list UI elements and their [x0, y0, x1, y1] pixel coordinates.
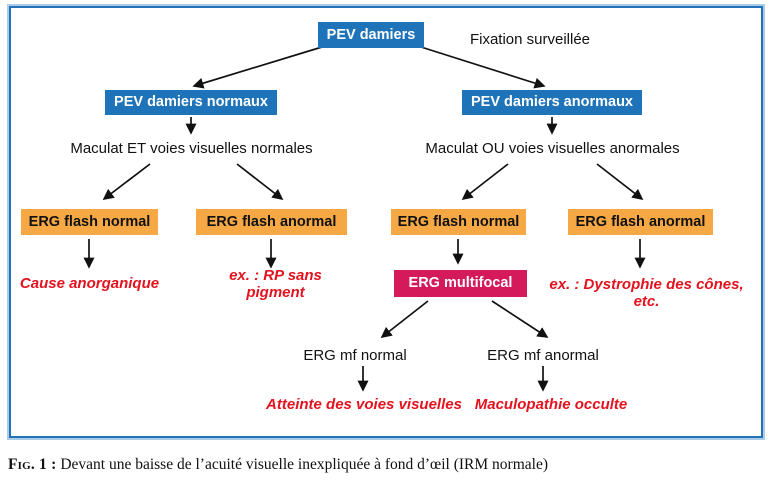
node-pev-damiers-normaux: PEV damiers normaux: [105, 90, 277, 115]
label-fixation-surveillee: Fixation surveillée: [469, 31, 591, 49]
label-erg-mf-anormal: ERG mf anormal: [487, 346, 599, 364]
label-maculat-et-normales: Maculat ET voies visuelles normales: [70, 139, 313, 157]
label-maculat-ou-anormales: Maculat OU voies visuelles anormales: [425, 139, 680, 157]
outcome-cause-anorganique: Cause anorganique: [19, 275, 160, 293]
figure-caption: Fig. 1 : Devant une baisse de l’acuité v…: [8, 456, 764, 474]
outcome-rp-sans-pigment: ex. : RP sans pigment: [229, 266, 322, 301]
node-pev-damiers-anormaux: PEV damiers anormaux: [462, 90, 642, 115]
outcome-maculopathie-occulte: Maculopathie occulte: [474, 396, 628, 414]
node-pev-damiers: PEV damiers: [318, 22, 424, 48]
caption-text: Devant une baisse de l’acuité visuelle i…: [60, 456, 548, 473]
node-erg-flash-normal-right: ERG flash normal: [391, 209, 526, 235]
node-erg-flash-anormal-right: ERG flash anormal: [568, 209, 713, 235]
outcome-dystrophie-cones: ex. : Dystrophie des cônes, etc.: [549, 275, 744, 310]
caption-number: Fig. 1 :: [8, 456, 57, 473]
node-erg-flash-normal-left: ERG flash normal: [21, 209, 158, 235]
label-erg-mf-normal: ERG mf normal: [303, 346, 407, 364]
outcome-atteinte-voies-visuelles: Atteinte des voies visuelles: [266, 396, 462, 414]
node-erg-flash-anormal-left: ERG flash anormal: [196, 209, 347, 235]
node-erg-multifocal: ERG multifocal: [394, 270, 527, 297]
